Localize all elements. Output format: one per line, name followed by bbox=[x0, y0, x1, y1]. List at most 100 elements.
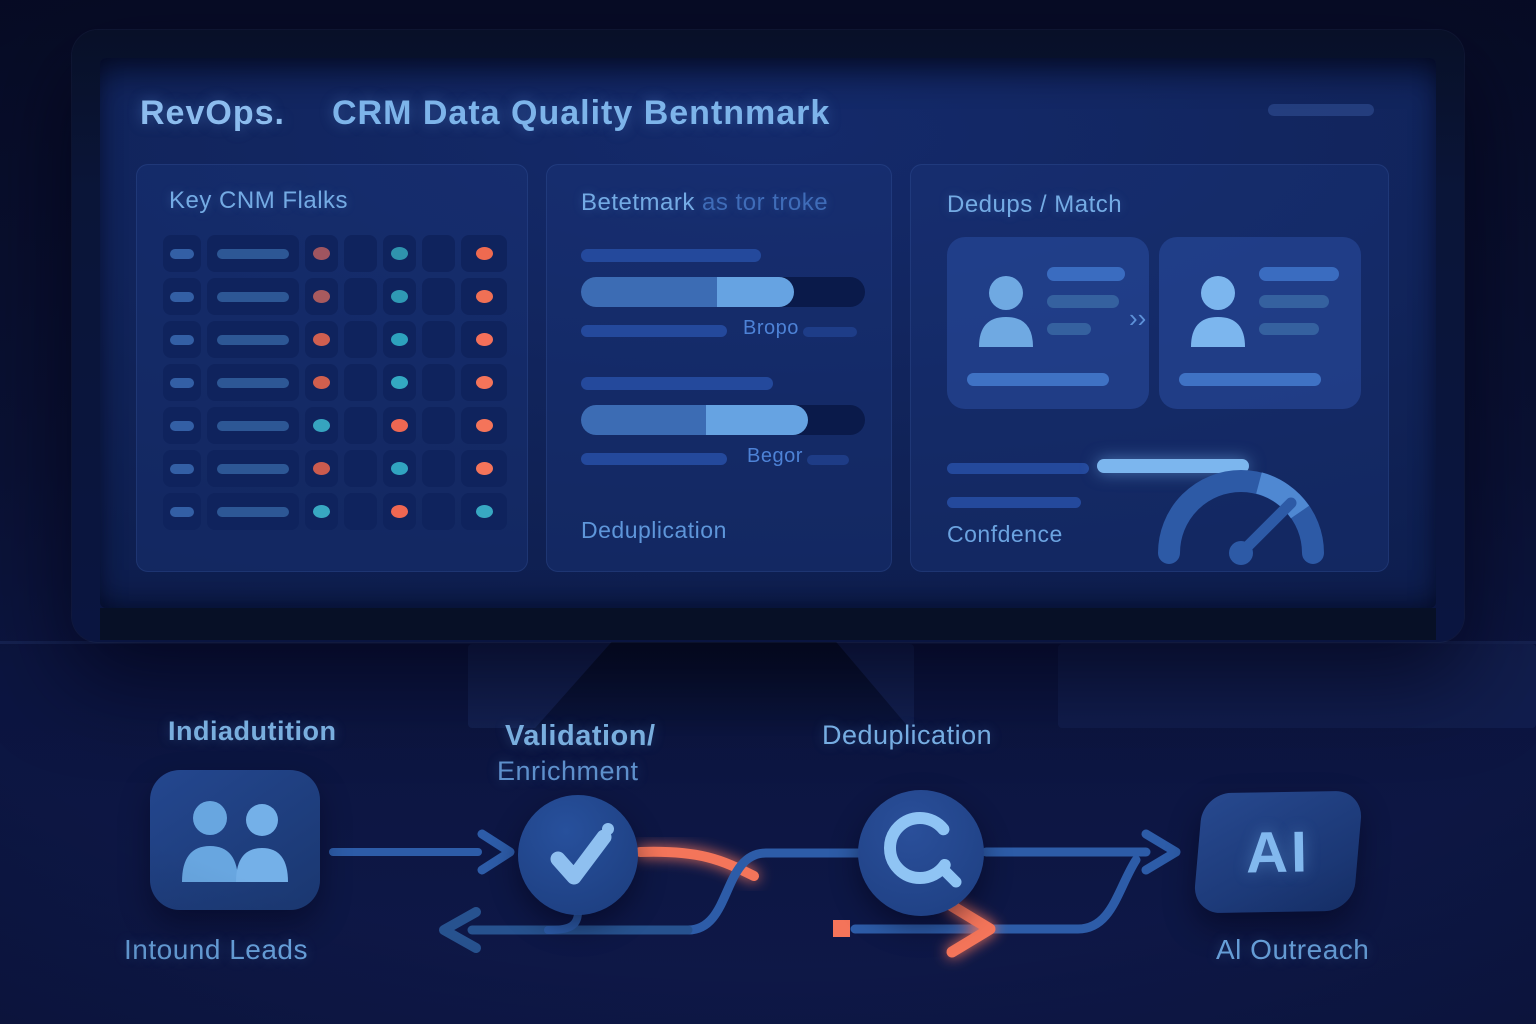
bar-fill-light bbox=[706, 405, 808, 435]
status-dot bbox=[475, 505, 493, 518]
table-row bbox=[163, 321, 507, 358]
panel-benchmark-title: Betetmark as tor troke bbox=[581, 189, 828, 217]
label-enrichment: Enrichment bbox=[497, 756, 639, 786]
ai-tile: AI bbox=[1192, 790, 1364, 914]
bar-2-label: Begor bbox=[747, 445, 803, 467]
skeleton-pill bbox=[581, 249, 761, 262]
skeleton-pill bbox=[947, 497, 1081, 508]
person-avatar-icon bbox=[1191, 276, 1245, 347]
skeleton-pill bbox=[581, 325, 727, 337]
skeleton-pill bbox=[947, 463, 1089, 474]
status-dot bbox=[352, 333, 369, 346]
cell-pill bbox=[217, 334, 289, 345]
status-dot bbox=[391, 376, 408, 389]
cell-pill bbox=[170, 420, 194, 431]
status-dot bbox=[313, 376, 330, 389]
label-validation: Validation/ bbox=[505, 720, 656, 752]
skeleton-pill bbox=[581, 377, 773, 390]
monitor-chin bbox=[100, 608, 1436, 640]
cell-pill bbox=[217, 506, 289, 517]
magnifier-icon bbox=[884, 812, 962, 888]
status-dot bbox=[391, 290, 408, 303]
page-title: CRM Data Quality Bentnmark bbox=[332, 94, 831, 132]
card-text-pill bbox=[1047, 295, 1119, 308]
status-dot bbox=[313, 247, 330, 260]
status-dot bbox=[352, 290, 369, 303]
cell-pill bbox=[170, 334, 194, 345]
arrowhead-right-icon bbox=[477, 829, 515, 875]
panel-benchmark: Betetmark as tor troke Bropo Begor bbox=[546, 164, 892, 572]
label-source-title: Indiadutition bbox=[168, 716, 337, 746]
cell-pill bbox=[217, 377, 289, 388]
label-deduplication: Deduplication bbox=[822, 720, 993, 750]
card-text-pill bbox=[1179, 373, 1321, 386]
deduplication-node bbox=[858, 790, 984, 916]
table-row bbox=[163, 235, 507, 272]
panel-key-flags: Key CNM Flalks bbox=[136, 164, 528, 572]
status-dot bbox=[430, 376, 447, 389]
checkmark-icon bbox=[550, 823, 614, 885]
confidence-gauge bbox=[1151, 453, 1351, 573]
inbound-leads-tile bbox=[150, 770, 320, 910]
cell-pill bbox=[217, 248, 289, 259]
panel-benchmark-footer: Deduplication bbox=[581, 517, 727, 543]
status-dot bbox=[391, 505, 408, 518]
status-dot bbox=[313, 290, 330, 303]
cell-pill bbox=[170, 377, 194, 388]
ai-tile-label: AI bbox=[1245, 819, 1311, 885]
users-icon bbox=[182, 801, 288, 882]
card-text-pill bbox=[1259, 295, 1329, 308]
card-text-pill bbox=[1047, 267, 1125, 281]
status-dot bbox=[352, 376, 369, 389]
card-text-pill bbox=[1259, 267, 1339, 281]
monitor-screen: RevOps. CRM Data Quality Bentnmark Key C… bbox=[100, 58, 1436, 608]
status-dot bbox=[313, 462, 330, 475]
status-dot bbox=[352, 419, 369, 432]
status-dot bbox=[475, 247, 493, 260]
status-dot bbox=[475, 419, 493, 432]
cell-pill bbox=[170, 506, 194, 517]
benchmark-bar-2 bbox=[581, 405, 865, 435]
bar-fill-medium bbox=[581, 277, 717, 307]
person-avatar-icon bbox=[979, 276, 1033, 347]
cell-pill bbox=[217, 420, 289, 431]
status-dot bbox=[391, 333, 408, 346]
skeleton-pill bbox=[807, 455, 849, 465]
contact-card bbox=[947, 237, 1149, 409]
cell-pill bbox=[170, 291, 194, 302]
status-dot bbox=[391, 247, 408, 260]
status-dot bbox=[352, 247, 369, 260]
status-dot bbox=[430, 505, 447, 518]
status-dot bbox=[313, 419, 330, 432]
status-dot bbox=[475, 462, 493, 475]
status-dot bbox=[352, 462, 369, 475]
table-row bbox=[163, 364, 507, 401]
bar-1-label: Bropo bbox=[743, 317, 799, 339]
flags-table bbox=[163, 235, 507, 536]
panel-benchmark-subtitle: as tor troke bbox=[694, 189, 829, 216]
skeleton-pill bbox=[803, 327, 857, 337]
contact-card bbox=[1159, 237, 1361, 409]
skeleton-pill bbox=[581, 453, 727, 465]
card-text-pill bbox=[967, 373, 1109, 386]
header-decoration-pill bbox=[1268, 104, 1374, 116]
panel-benchmark-title-main: Betetmark bbox=[581, 189, 695, 216]
gauge-icon bbox=[1158, 470, 1324, 565]
status-dot bbox=[430, 462, 447, 475]
status-dot bbox=[430, 333, 447, 346]
status-dot bbox=[391, 419, 408, 432]
status-dot bbox=[475, 376, 493, 389]
brand-logo: RevOps. bbox=[140, 94, 285, 132]
status-dot bbox=[430, 419, 447, 432]
table-row bbox=[163, 450, 507, 487]
cell-pill bbox=[217, 291, 289, 302]
bar-fill-light bbox=[717, 277, 794, 307]
status-dot bbox=[430, 247, 447, 260]
match-chevron-icon: ›› bbox=[1129, 303, 1147, 333]
card-text-pill bbox=[1259, 323, 1319, 335]
cell-pill bbox=[170, 248, 194, 259]
validation-node bbox=[518, 795, 638, 915]
status-dot bbox=[430, 290, 447, 303]
status-dot bbox=[475, 333, 493, 346]
